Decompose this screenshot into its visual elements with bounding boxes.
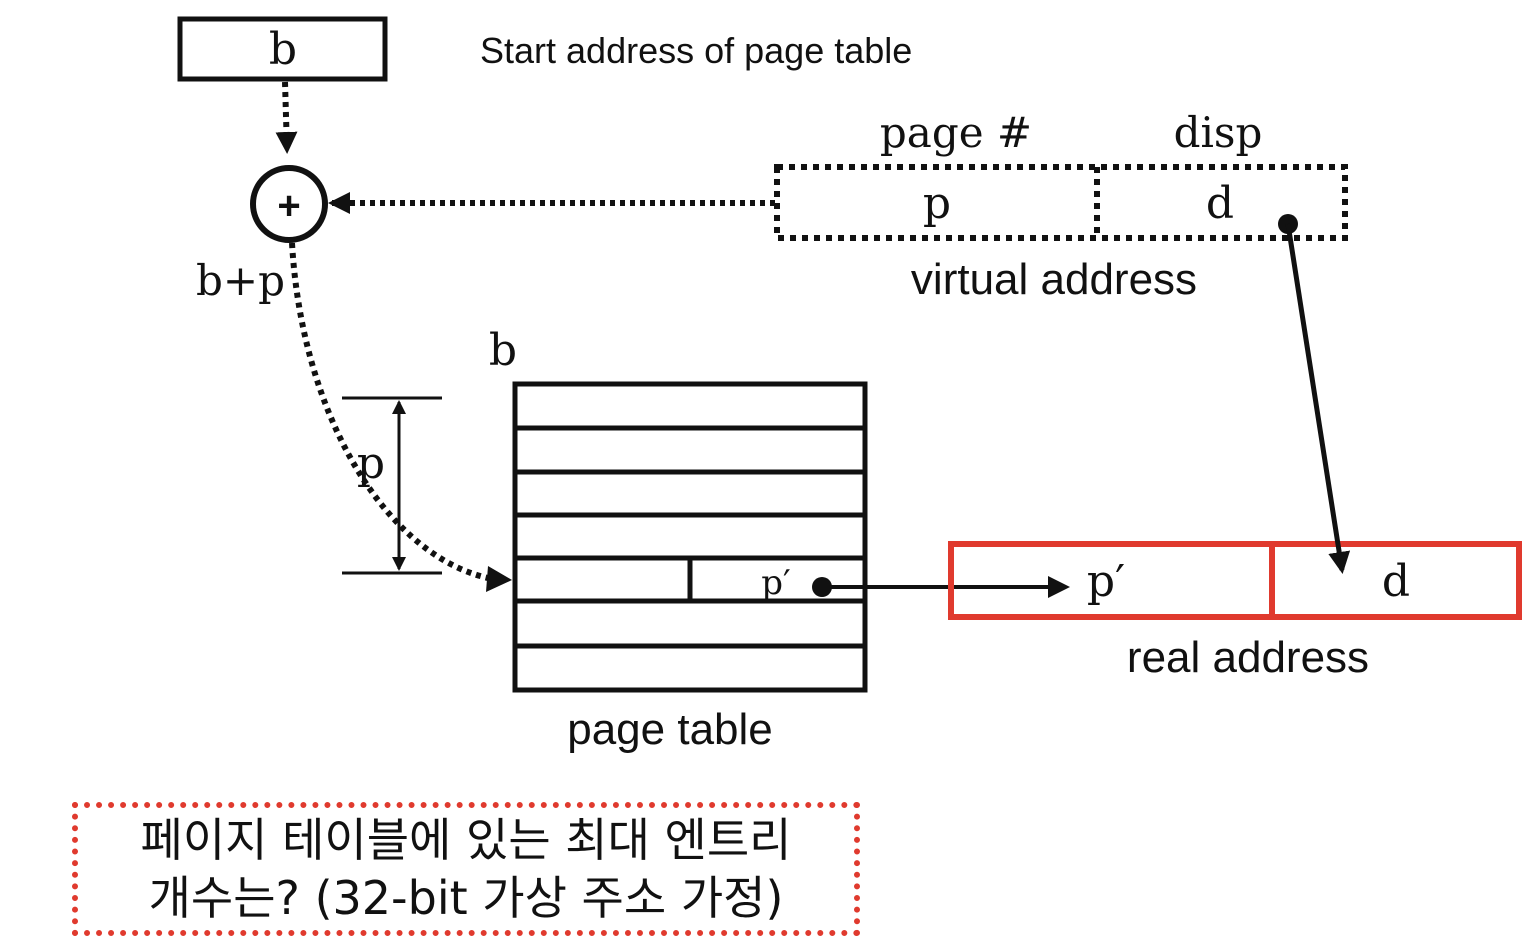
real-frame-field: p′ bbox=[1087, 556, 1125, 607]
adder-to-entry-arrow bbox=[289, 242, 494, 582]
virtual-disp-field: d bbox=[1206, 178, 1234, 229]
base-to-adder-arrow bbox=[275, 81, 298, 154]
virtual-address-caption: virtual address bbox=[911, 255, 1197, 304]
frame-entry-label: p′ bbox=[761, 563, 790, 603]
real-address-box bbox=[948, 541, 1522, 620]
adder-symbol: + bbox=[277, 184, 300, 228]
disp-to-real-arrow bbox=[1285, 223, 1351, 574]
question-line-1: 페이지 테이블에 있는 최대 엔트리 bbox=[140, 813, 792, 867]
base-register-box bbox=[177, 16, 388, 82]
page-table-caption: page table bbox=[567, 705, 773, 754]
question-line-2: 개수는? (32-bit 가상 주소 가정) bbox=[148, 871, 784, 925]
page-number-header: page # bbox=[880, 108, 1032, 157]
b-plus-p-label: b+p bbox=[196, 256, 285, 305]
virtual-address-box bbox=[774, 164, 1348, 241]
real-disp-field: d bbox=[1382, 556, 1410, 607]
virtual-page-field: p bbox=[923, 178, 951, 229]
start-address-caption: Start address of page table bbox=[480, 30, 912, 71]
question-box: 페이지 테이블에 있는 최대 엔트리 개수는? (32-bit 가상 주소 가정… bbox=[72, 802, 860, 936]
offset-label: p bbox=[357, 438, 385, 489]
base-register-label: b bbox=[269, 24, 297, 75]
disp-header: disp bbox=[1174, 108, 1263, 157]
plus-circle-icon: + bbox=[250, 165, 328, 243]
offset-dimension bbox=[342, 396, 442, 575]
adder-to-entry-arrowhead bbox=[486, 566, 512, 592]
real-address-caption: real address bbox=[1127, 633, 1369, 682]
table-base-label: b bbox=[489, 325, 517, 376]
page-table bbox=[512, 381, 868, 693]
